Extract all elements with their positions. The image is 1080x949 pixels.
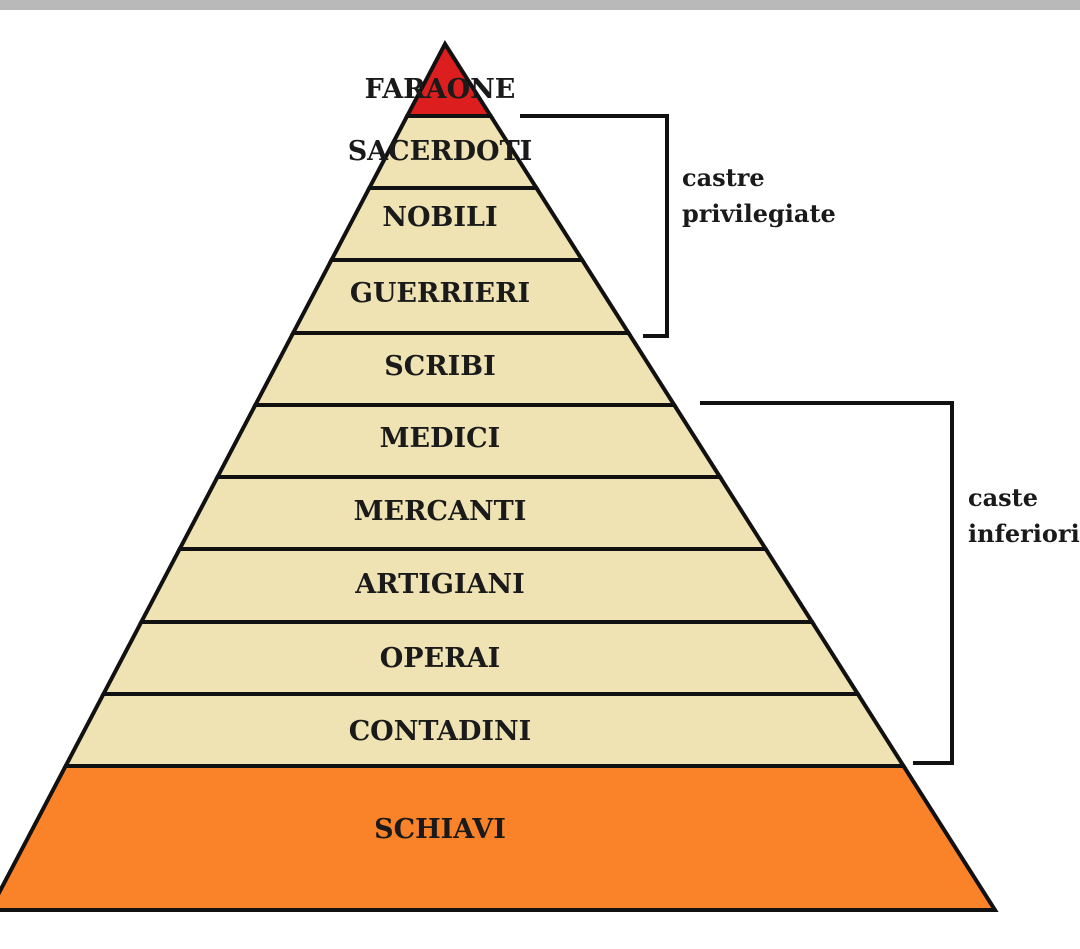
level-label-scribi: SCRIBI — [384, 351, 496, 382]
level-label-mercanti: MERCANTI — [354, 496, 527, 527]
level-label-artigiani: ARTIGIANI — [354, 569, 525, 600]
group-bracket-1 — [520, 114, 669, 338]
group-label-1-line-1: castre — [682, 163, 765, 192]
level-label-contadini: CONTADINI — [349, 716, 532, 747]
group-bracket-2 — [700, 401, 954, 765]
level-label-nobili: NOBILI — [382, 202, 497, 233]
group-label-2-line-1: caste — [968, 483, 1038, 512]
level-label-sacerdoti: SACERDOTI — [348, 136, 533, 167]
level-label-medici: MEDICI — [380, 423, 501, 454]
level-label-operai: OPERAI — [380, 643, 500, 674]
level-label-guerrieri: GUERRIERI — [350, 278, 530, 309]
level-label-faraone: FARAONE — [365, 74, 516, 105]
group-label-1-line-2: privilegiate — [682, 199, 836, 228]
pyramid-band-schiavi — [0, 764, 999, 912]
group-label-2-line-2: inferiori — [968, 519, 1080, 548]
level-label-schiavi: SCHIAVI — [374, 814, 506, 845]
top-gray-bar — [0, 0, 1080, 10]
